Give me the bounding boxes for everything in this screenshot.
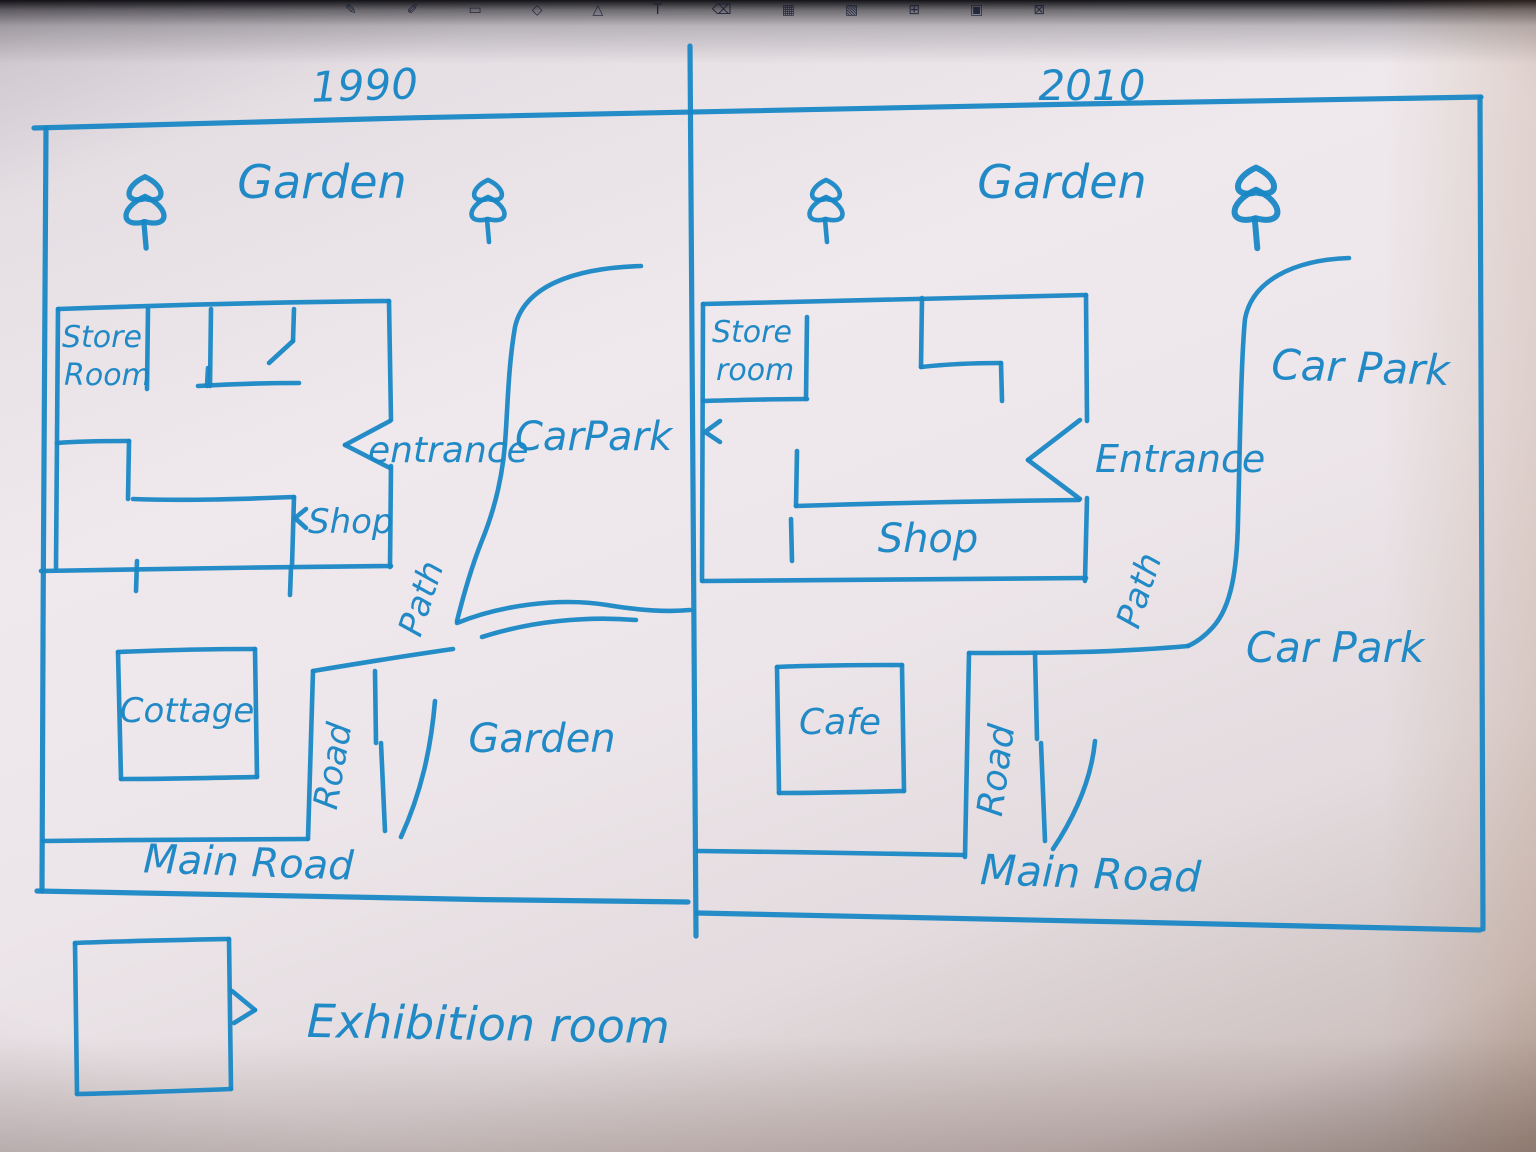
eraser-icon[interactable]: ⌫ — [711, 2, 732, 18]
label-path-left: Path — [391, 556, 453, 641]
tree-icon — [123, 174, 167, 251]
label-store-room-right-1: Store — [712, 315, 792, 350]
label-road-right: Road — [970, 721, 1024, 819]
add-page-icon[interactable]: ⊞ — [908, 2, 920, 18]
label-cottage: Cottage — [120, 691, 255, 731]
pen-icon[interactable]: ✎ — [345, 2, 357, 18]
divider-line — [687, 43, 699, 939]
image-icon[interactable]: ▣ — [969, 2, 984, 18]
tree-icon — [1231, 164, 1281, 252]
text-tool-icon[interactable]: T — [653, 2, 662, 18]
label-store-room-left-2: Room — [64, 358, 151, 393]
close-icon[interactable]: ⊠ — [1033, 2, 1045, 18]
label-garden-top-right: Garden — [977, 155, 1146, 209]
right-road-lines — [695, 650, 1098, 860]
rect-shape-icon[interactable]: ▭ — [468, 2, 482, 18]
tree-icon — [469, 177, 507, 245]
label-cafe: Cafe — [799, 702, 881, 743]
pencil-icon[interactable]: ✐ — [406, 2, 419, 18]
triangle-shape-icon[interactable]: △ — [592, 2, 604, 18]
label-shop-left: Shop — [308, 502, 394, 542]
label-entrance-left: entrance — [368, 430, 529, 471]
label-garden-bottom-left: Garden — [468, 716, 615, 762]
label-year-2010: 2010 — [1039, 61, 1146, 110]
grid-icon[interactable]: ▦ — [781, 2, 795, 18]
label-main-road-left: Main Road — [143, 836, 355, 889]
label-store-room-right-2: room — [716, 353, 794, 388]
diamond-shape-icon[interactable]: ◇ — [531, 2, 543, 18]
tree-icon — [807, 177, 845, 245]
label-exhibition-room: Exhibition room — [306, 994, 670, 1054]
label-entrance-right: Entrance — [1095, 437, 1265, 481]
label-store-room-left-1: Store — [62, 320, 142, 355]
label-road-left: Road — [306, 719, 361, 812]
left-road-lines — [40, 646, 456, 844]
label-garden-top-left: Garden — [237, 155, 406, 209]
fill-icon[interactable]: ▧ — [844, 2, 859, 18]
exhibition-room-outline — [72, 936, 258, 1097]
right-entrance-arrow — [1025, 417, 1083, 502]
label-main-road-right: Main Road — [979, 845, 1202, 902]
label-shop-right: Shop — [878, 516, 979, 562]
label-year-1990: 1990 — [310, 59, 419, 112]
label-carpark-left: CarPark — [515, 414, 674, 460]
label-carpark-bottom-right: Car Park — [1246, 623, 1426, 672]
app-toolbar: ✎ ✐ ▭ ◇ △ T ⌫ ▦ ▧ ⊞ ▣ ⊠ — [345, 0, 1045, 20]
label-carpark-top-right: Car Park — [1271, 340, 1453, 395]
label-path-right: Path — [1109, 548, 1171, 633]
